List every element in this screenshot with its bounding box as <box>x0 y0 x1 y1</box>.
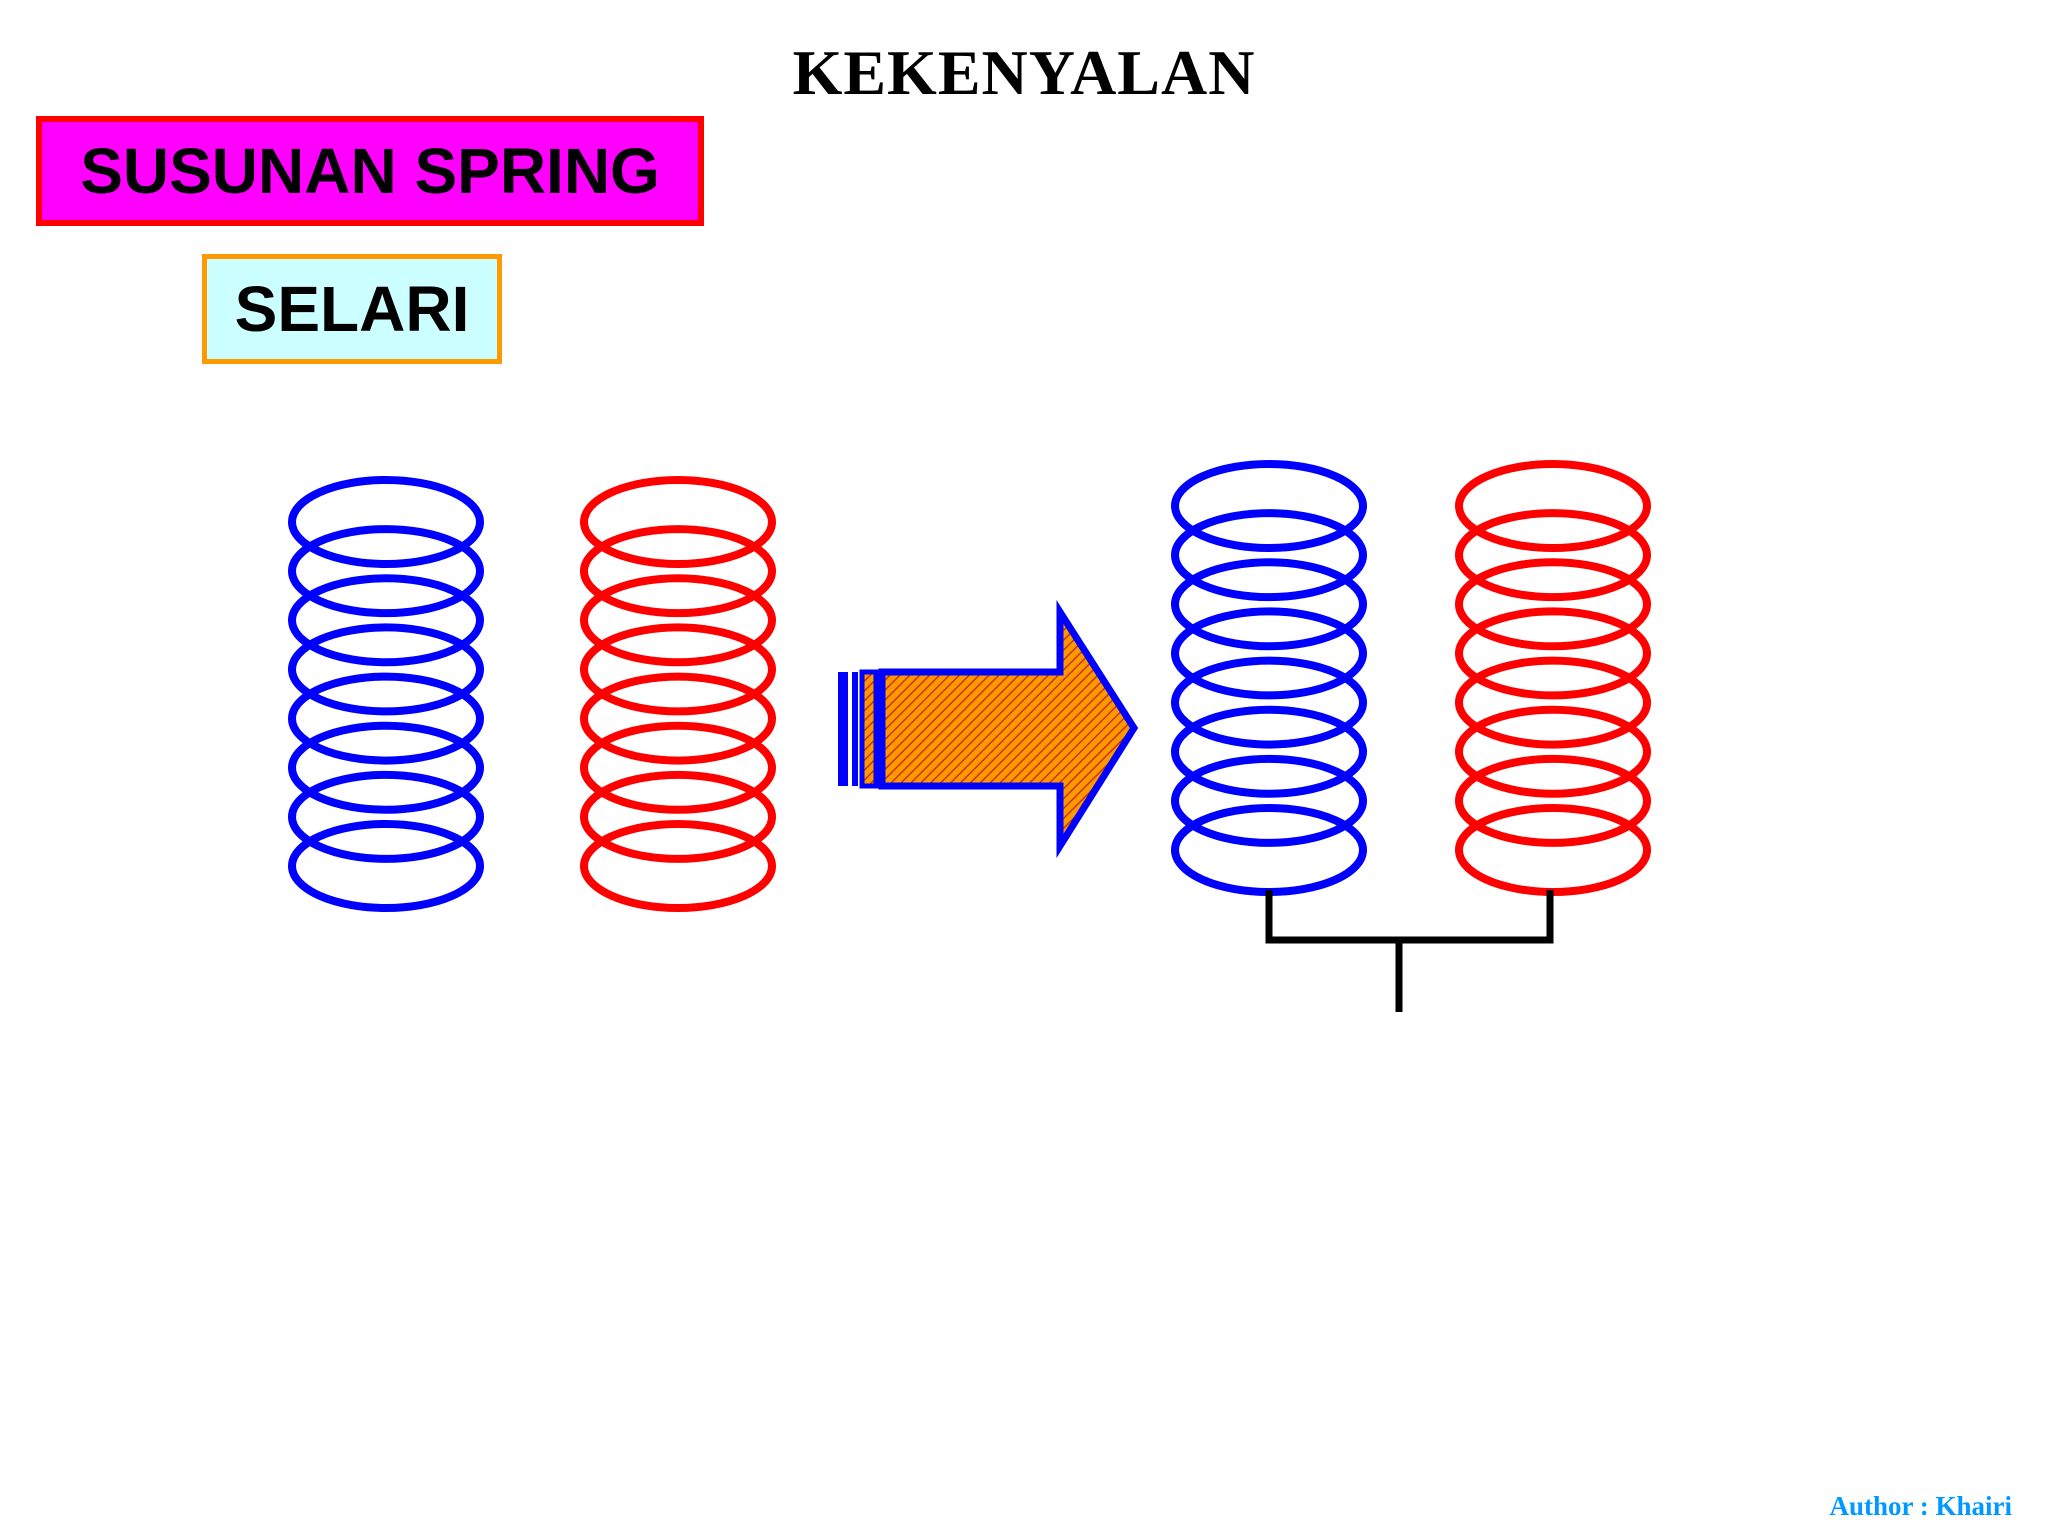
spring-coil <box>1455 656 1651 749</box>
spring-coil <box>288 525 484 618</box>
spring-coil <box>288 820 484 912</box>
page-title: KEKENYALAN <box>792 37 1256 108</box>
spring-coil <box>1455 607 1651 700</box>
spring-coil <box>288 476 484 568</box>
spring-coil <box>1171 656 1367 749</box>
arrangement-label: SELARI <box>234 273 470 345</box>
topic-label: SUSUNAN SPRING <box>80 135 660 207</box>
spring-coil <box>1171 558 1367 651</box>
parallel-connector-icon <box>1265 890 1554 1012</box>
red-spring-parallel-icon <box>1455 460 1651 896</box>
spring-coil <box>288 623 484 716</box>
spring-coil <box>1171 705 1367 798</box>
spring-coil <box>1171 754 1367 847</box>
blue-spring-parallel-icon <box>1171 460 1367 896</box>
blue-spring-separate-icon <box>288 476 484 912</box>
spring-coil <box>1171 460 1367 552</box>
spring-coil <box>1171 509 1367 602</box>
topic-label-box: SUSUNAN SPRING <box>36 116 704 226</box>
spring-coil <box>580 476 776 568</box>
spring-coil <box>580 574 776 667</box>
spring-coil <box>1455 705 1651 798</box>
spring-coil <box>580 525 776 618</box>
spring-coil <box>1171 607 1367 700</box>
spring-coil <box>580 721 776 814</box>
red-spring-separate-icon <box>580 476 776 912</box>
spring-coil <box>288 672 484 765</box>
spring-coil <box>288 721 484 814</box>
spring-coil <box>1455 509 1651 602</box>
author-credit: Author : Khairi <box>1829 1491 2012 1521</box>
spring-coil <box>1455 804 1651 896</box>
spring-coil <box>288 770 484 863</box>
spring-coil <box>580 623 776 716</box>
spring-coil <box>580 770 776 863</box>
spring-coil <box>580 672 776 765</box>
arrangement-label-box: SELARI <box>202 254 502 364</box>
right-arrow-icon <box>838 600 1139 859</box>
spring-coil <box>1455 558 1651 651</box>
spring-coil <box>1455 460 1651 552</box>
spring-coil <box>288 574 484 667</box>
spring-coil <box>1455 754 1651 847</box>
spring-coil <box>1171 804 1367 896</box>
spring-coil <box>580 820 776 912</box>
